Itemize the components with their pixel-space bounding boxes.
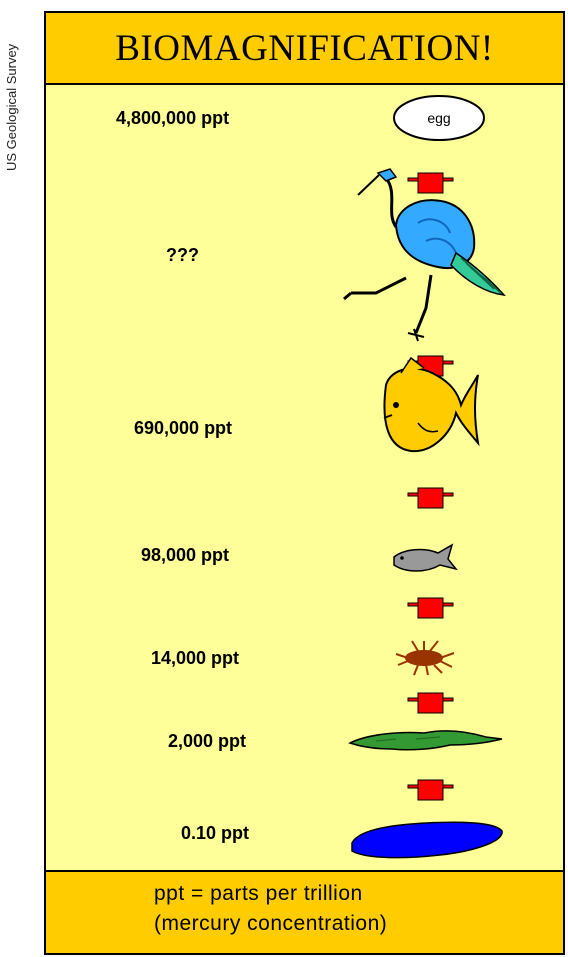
egg-label: egg	[427, 110, 450, 126]
footer-note: (mercury concentration)	[154, 912, 388, 935]
credit-text: US Geological Survey	[4, 43, 19, 171]
concentration-zooplankton: 14,000 ppt	[151, 648, 240, 668]
footer-band: ppt = parts per trillion (mercury concen…	[46, 870, 563, 953]
heron-icon	[343, 168, 506, 342]
food-chain-illustration: egg	[343, 95, 506, 859]
zooplankton-icon	[395, 640, 455, 676]
arrow-icon	[407, 779, 454, 801]
concentration-large-fish: 690,000 ppt	[134, 418, 233, 438]
concentration-water: 0.10 ppt	[181, 823, 250, 843]
footer-definition: ppt = parts per trillion	[154, 882, 363, 905]
concentration-heron: ???	[166, 245, 199, 265]
large-fish-icon	[383, 356, 480, 453]
arrow-icon	[407, 487, 454, 509]
title-band: BIOMAGNIFICATION!	[46, 13, 563, 85]
concentration-small-fish: 98,000 ppt	[141, 545, 230, 565]
poster-title: BIOMAGNIFICATION!	[115, 27, 494, 69]
arrow-icon	[407, 597, 454, 619]
algae-icon	[348, 730, 503, 751]
egg-icon: egg	[393, 95, 485, 141]
arrow-icon	[407, 692, 454, 714]
biomagnification-poster: BIOMAGNIFICATION! egg	[44, 11, 565, 955]
water-icon	[351, 821, 503, 859]
small-fish-icon	[393, 543, 458, 572]
arrow-icon	[407, 172, 454, 194]
concentration-algae: 2,000 ppt	[168, 731, 247, 751]
concentration-egg: 4,800,000 ppt	[116, 108, 230, 128]
